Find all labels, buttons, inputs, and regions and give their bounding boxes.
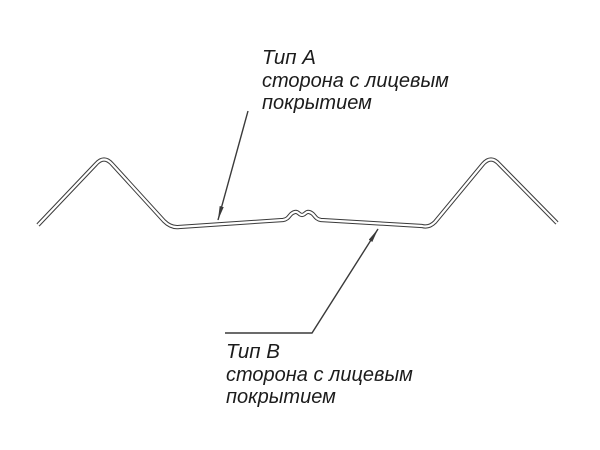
annotation-type-b: Тип B сторона с лицевым покрытием xyxy=(225,228,413,408)
leader-line-type-b xyxy=(225,228,379,334)
type-b-desc-line1: сторона с лицевым xyxy=(226,364,413,386)
leader-line-type-a xyxy=(217,110,249,221)
annotation-type-a: Тип A сторона с лицевым покрытием xyxy=(217,46,449,221)
type-b-desc-line2: покрытием xyxy=(226,386,336,408)
type-a-desc-line1: сторона с лицевым xyxy=(262,70,449,92)
profile-sheet-core xyxy=(37,158,558,229)
type-a-desc-line2: покрытием xyxy=(262,92,372,114)
type-b-title: Тип B xyxy=(226,340,280,363)
profile-cross-section xyxy=(36,157,559,230)
type-a-title: Тип A xyxy=(262,46,316,69)
